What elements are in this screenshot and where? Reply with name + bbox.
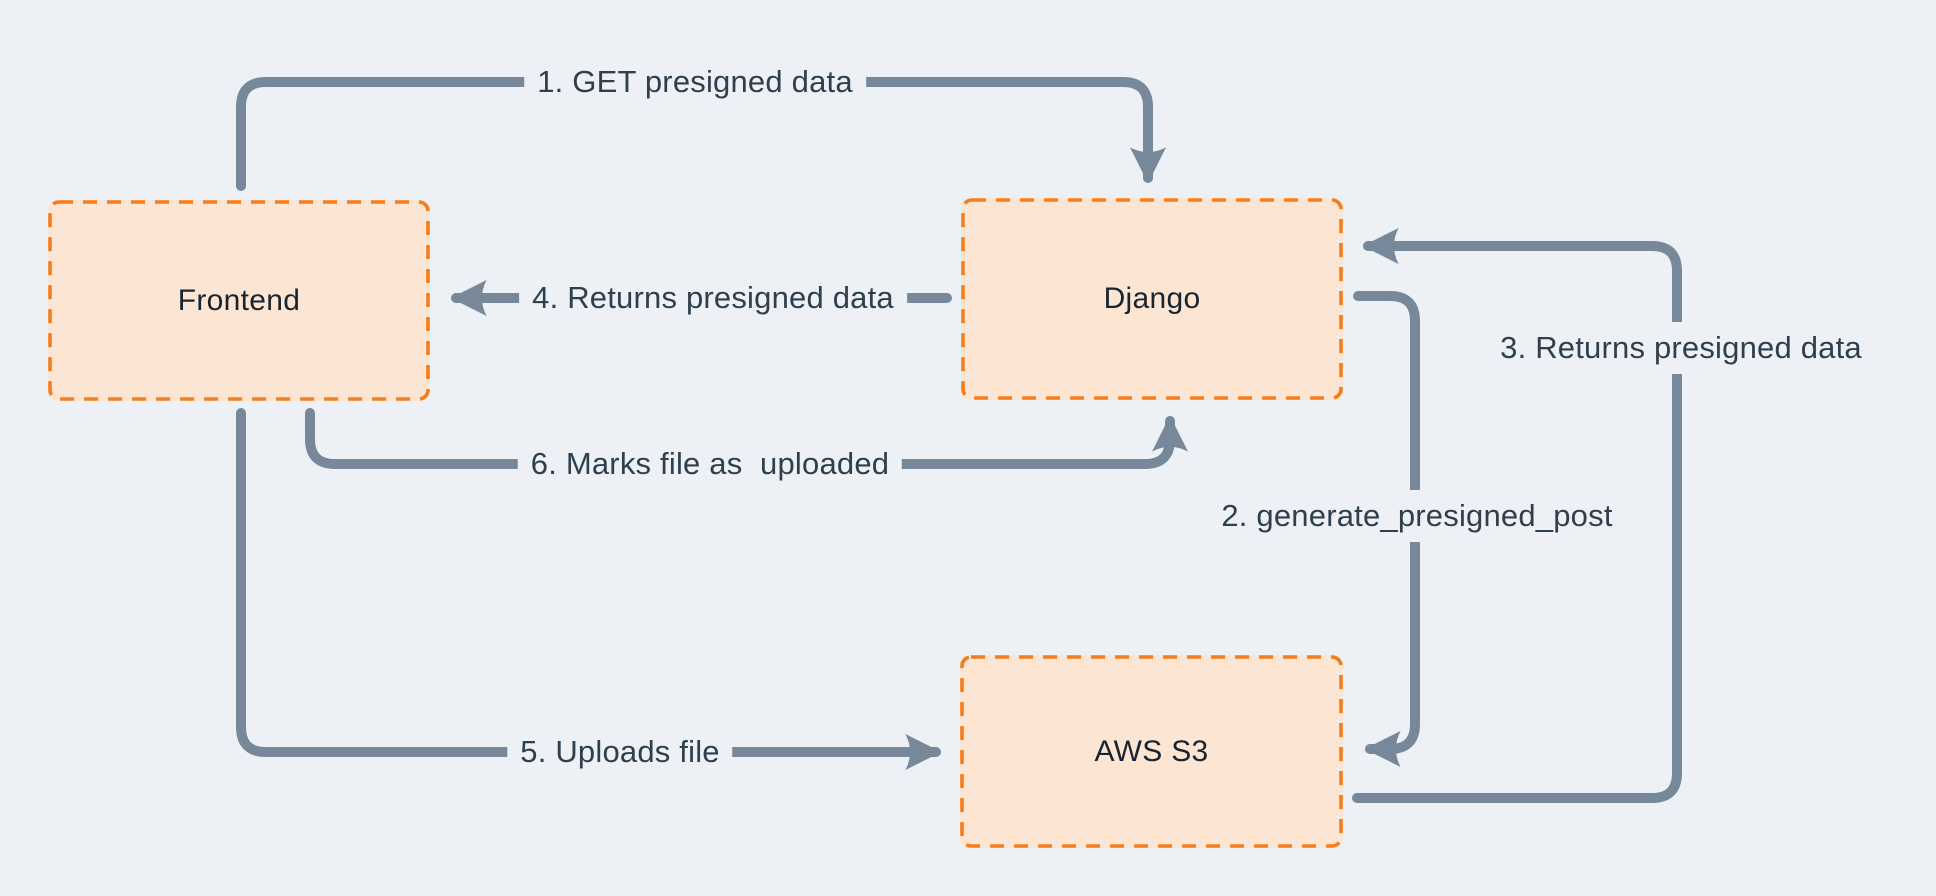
node-django-border <box>961 198 1343 400</box>
edge-label-marks-file-uploaded: 6. Marks file as uploaded <box>517 438 903 490</box>
arrow-5-uploads-file <box>236 408 942 770</box>
edge-label-uploads-file: 5. Uploads file <box>507 726 733 778</box>
node-frontend-border <box>48 200 430 401</box>
node-frontend: Frontend <box>48 200 430 401</box>
node-django-label: Django <box>1103 282 1201 315</box>
node-frontend-label: Frontend <box>177 283 301 317</box>
edge-label-returns-presigned-data-s3: 3. Returns presigned data <box>1487 322 1875 374</box>
node-aws-s3-label: AWS S3 <box>1094 734 1209 768</box>
node-aws-s3-border <box>960 655 1343 848</box>
edge-label-get-presigned-data: 1. GET presigned data <box>524 56 866 108</box>
edge-label-generate-presigned-post: 2. generate_presigned_post <box>1208 490 1626 542</box>
edge-label-returns-presigned-data-frontend: 4. Returns presigned data <box>519 272 907 324</box>
node-aws-s3: AWS S3 <box>960 655 1343 848</box>
arrow-3-returns-presigned-data <box>1352 228 1682 803</box>
node-django: Django <box>961 198 1343 400</box>
